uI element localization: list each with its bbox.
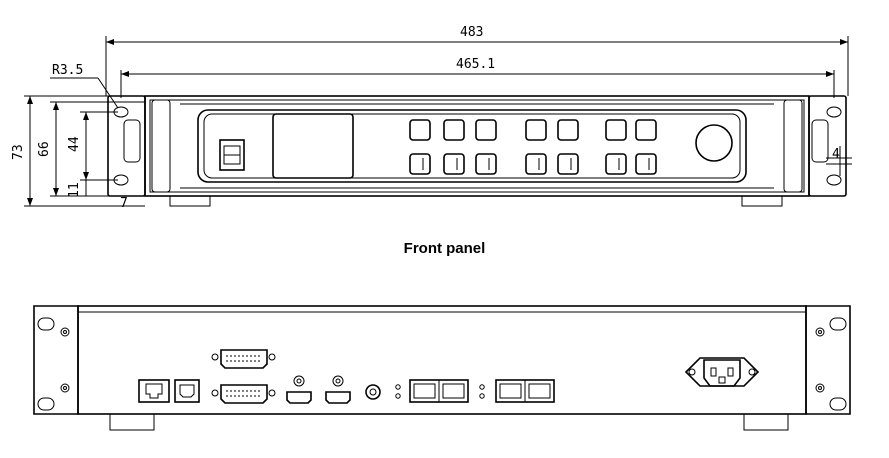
front-button xyxy=(475,119,497,141)
power-switch xyxy=(219,139,245,171)
network-output-ports-1 xyxy=(409,379,469,403)
front-button xyxy=(443,153,465,175)
front-button xyxy=(557,153,579,175)
dimension-66-label: 66 xyxy=(37,141,52,157)
front-button xyxy=(443,119,465,141)
front-left-foot xyxy=(169,196,211,207)
dvi-port-top xyxy=(211,349,276,369)
front-button xyxy=(557,119,579,141)
dimension-73-label: 73 xyxy=(11,144,26,160)
status-led-pair-1 xyxy=(395,384,401,399)
network-output-ports-2 xyxy=(495,379,555,403)
rear-left-foot xyxy=(109,414,155,431)
rear-panel-view xyxy=(33,305,851,431)
hdmi-port-2 xyxy=(325,375,351,404)
rear-chassis-outline xyxy=(77,305,807,415)
dimension-483-label: 483 xyxy=(460,25,483,40)
front-left-handle xyxy=(151,99,171,193)
rotary-knob xyxy=(695,124,733,162)
front-chassis-outline xyxy=(144,95,810,197)
dimension-ear-thickness: 4 xyxy=(826,146,852,176)
front-button xyxy=(605,119,627,141)
dimension-465-label: 465.1 xyxy=(456,57,495,72)
front-right-handle xyxy=(783,99,803,193)
rear-left-rack-ear xyxy=(33,305,79,415)
dimension-7-label: 7 xyxy=(120,196,128,211)
front-button xyxy=(635,119,657,141)
front-button xyxy=(635,153,657,175)
front-buttons xyxy=(409,119,657,175)
front-panel-view: 483 465.1 R3.5 xyxy=(11,25,852,211)
rear-right-foot xyxy=(743,414,789,431)
dimension-4-label: 4 xyxy=(832,147,840,162)
front-button xyxy=(605,153,627,175)
dimension-overall-width: 483 xyxy=(105,25,849,96)
dimension-heights: 73 66 44 11 7 xyxy=(11,95,145,211)
dimension-44-label: 44 xyxy=(67,136,82,152)
front-button xyxy=(475,153,497,175)
front-left-rack-ear xyxy=(107,95,146,197)
front-button xyxy=(409,153,431,175)
dimension-11-label: 11 xyxy=(67,182,82,198)
usb-b-port xyxy=(174,379,200,403)
dvi-port-bottom xyxy=(211,384,276,404)
hdmi-port-1 xyxy=(286,375,312,404)
front-right-foot xyxy=(741,196,783,207)
audio-jack xyxy=(365,384,381,400)
ethernet-port xyxy=(138,379,170,403)
front-button xyxy=(525,119,547,141)
dimension-r35-label: R3.5 xyxy=(52,63,83,78)
front-chassis-inner xyxy=(149,99,805,193)
front-button xyxy=(409,119,431,141)
front-button xyxy=(525,153,547,175)
ac-power-inlet xyxy=(684,357,760,387)
status-led-pair-2 xyxy=(479,384,485,399)
front-faceplate xyxy=(197,109,747,183)
rear-right-rack-ear xyxy=(805,305,851,415)
dimension-panel-width: 465.1 xyxy=(120,57,835,98)
lcd-screen xyxy=(272,113,354,179)
dimension-hole-radius: R3.5 xyxy=(50,63,119,109)
front-panel-caption: Front panel xyxy=(403,240,486,257)
